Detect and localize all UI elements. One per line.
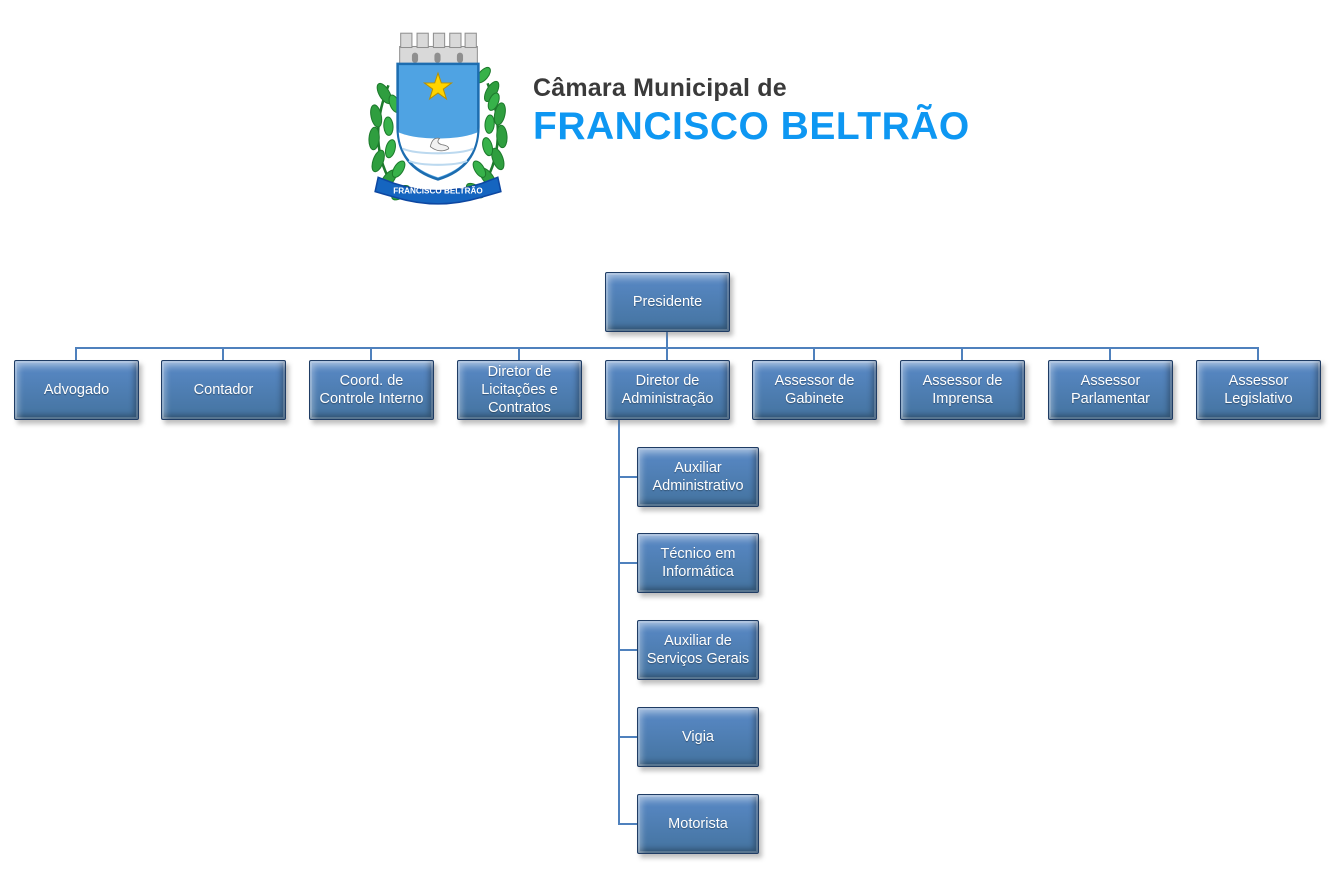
connector-elbow-vigia [618, 736, 637, 738]
org-node-controle-interno: Coord. de Controle Interno [309, 360, 434, 420]
crest-ribbon-text: FRANCISCO BELTRÃO [393, 186, 483, 196]
shield-icon [396, 62, 480, 181]
connector-stub-legislativo [1257, 347, 1259, 360]
connector-elbow-tecnico-informatica [618, 562, 637, 564]
connector-stub-imprensa [961, 347, 963, 360]
connector-stub-controle-interno [370, 347, 372, 360]
connector-stub-advogado [75, 347, 77, 360]
connector-admin-trunk [618, 420, 620, 825]
connector-stub-gabinete [813, 347, 815, 360]
org-node-vigia: Vigia [637, 707, 759, 767]
ribbon-banner: FRANCISCO BELTRÃO [374, 176, 502, 205]
org-node-auxiliar-administrativo: Auxiliar Administrativo [637, 447, 759, 507]
connector-elbow-motorista [618, 823, 637, 825]
brand-block: Câmara Municipal de FRANCISCO BELTRÃO [533, 74, 970, 149]
org-node-advogado: Advogado [14, 360, 139, 420]
org-node-assessor-legislativo: Assessor Legislativo [1196, 360, 1321, 420]
org-node-tecnico-informatica: Técnico em Informática [637, 533, 759, 593]
org-node-assessor-gabinete: Assessor de Gabinete [752, 360, 877, 420]
connector-elbow-servicos-gerais [618, 649, 637, 651]
laurel-left-icon [368, 82, 411, 201]
org-name-main: FRANCISCO BELTRÃO [533, 105, 970, 148]
org-node-motorista: Motorista [637, 794, 759, 854]
org-node-presidente: Presidente [605, 272, 730, 332]
connector-stub-contador [222, 347, 224, 360]
connector-stub-parlamentar [1109, 347, 1111, 360]
org-node-diretor-administracao: Diretor de Administração [605, 360, 730, 420]
org-node-assessor-parlamentar: Assessor Parlamentar [1048, 360, 1173, 420]
connector-root-stub [666, 331, 668, 348]
connector-elbow-aux-administrativo [618, 476, 637, 478]
org-node-assessor-imprensa: Assessor de Imprensa [900, 360, 1025, 420]
connector-stub-licitacoes [518, 347, 520, 360]
connector-stub-administracao [666, 347, 668, 360]
crown-icon [399, 32, 478, 65]
laurel-right-icon [465, 66, 508, 199]
org-node-contador: Contador [161, 360, 286, 420]
org-node-licitacoes-contratos: Diretor de Licitações e Contratos [457, 360, 582, 420]
star-icon [422, 71, 454, 101]
coat-of-arms-logo: FRANCISCO BELTRÃO [368, 32, 508, 205]
org-name-prefix: Câmara Municipal de [533, 74, 787, 102]
swan-icon [429, 137, 450, 152]
org-node-auxiliar-servicos-gerais: Auxiliar de Serviços Gerais [637, 620, 759, 680]
